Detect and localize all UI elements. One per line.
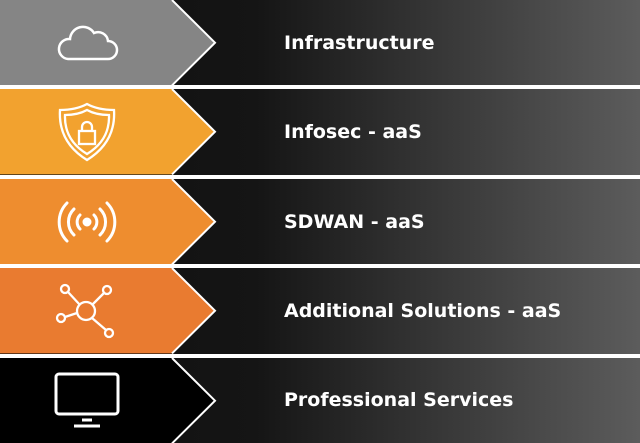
shield-lock-icon — [58, 102, 116, 162]
arrow-shape — [0, 357, 220, 443]
arrow-shape — [0, 0, 220, 86]
service-label: Infosec - aaS — [284, 121, 422, 144]
service-label: Infrastructure — [284, 31, 435, 54]
service-label: Professional Services — [284, 389, 514, 412]
service-row-infrastructure: Infrastructure — [0, 0, 640, 86]
arrow-shape — [0, 178, 220, 265]
arrow-shape — [0, 268, 220, 354]
service-row-sdwan: SDWAN - aaS — [0, 178, 640, 265]
service-row-professional-services: Professional Services — [0, 357, 640, 443]
monitor-icon — [54, 372, 120, 428]
service-row-additional-solutions: Additional Solutions - aaS — [0, 268, 640, 354]
network-hub-icon — [55, 283, 115, 339]
wireless-signal-icon — [57, 201, 117, 243]
service-label: SDWAN - aaS — [284, 210, 425, 233]
service-row-infosec: Infosec - aaS — [0, 89, 640, 175]
service-label: Additional Solutions - aaS — [284, 299, 562, 322]
cloud-icon — [57, 25, 119, 60]
